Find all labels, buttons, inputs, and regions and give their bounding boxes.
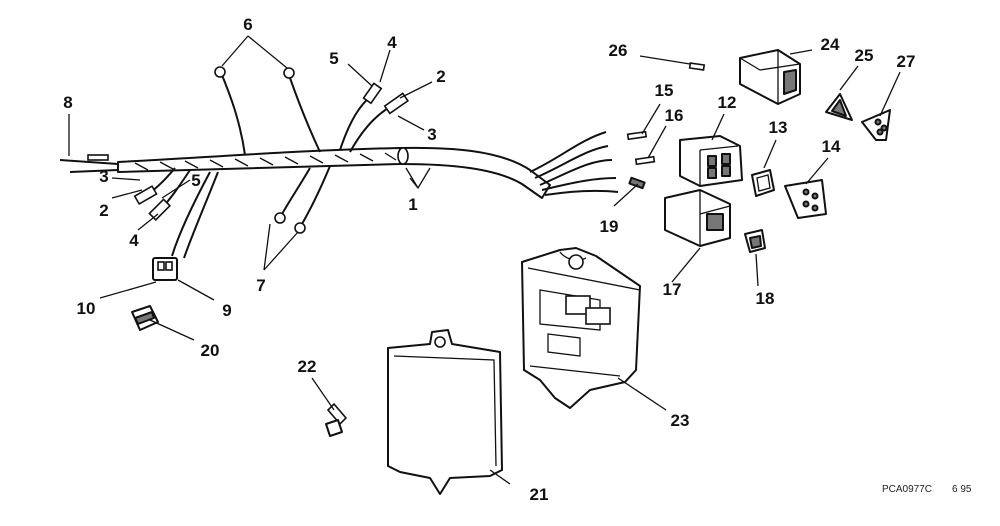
callout-3: 3: [427, 125, 436, 144]
fuse: [131, 305, 159, 331]
callout-13: 13: [769, 118, 788, 137]
callout-24: 24: [821, 35, 840, 54]
callout-21: 21: [530, 485, 549, 504]
screw-small: [688, 62, 706, 71]
connector-lock: [744, 229, 766, 253]
terminal-pins: [626, 130, 656, 166]
pin-plate: [784, 179, 827, 219]
connector-4-pin: [679, 135, 743, 187]
callout-4: 4: [129, 231, 139, 250]
callout-5: 5: [191, 171, 200, 190]
callout-12: 12: [718, 93, 737, 112]
callout-5: 5: [329, 49, 338, 68]
callout-16: 16: [665, 106, 684, 125]
callout-18: 18: [756, 289, 775, 308]
callout-15: 15: [655, 81, 674, 100]
connector-3-pin: [739, 49, 801, 105]
mounting-bolt: [325, 402, 348, 437]
callout-4: 4: [387, 33, 397, 52]
callout-9: 9: [222, 301, 231, 320]
cover: [387, 329, 503, 495]
leader-lines: [68, 35, 901, 485]
terminal-wedge: [861, 109, 891, 141]
callout-22: 22: [298, 357, 317, 376]
callout-19: 19: [600, 217, 619, 236]
connector-housing: [664, 189, 731, 247]
callout-14: 14: [822, 137, 841, 156]
callout-23: 23: [671, 411, 690, 430]
figure-date: 6 95: [952, 484, 972, 495]
connector-seal: [751, 169, 775, 197]
callout-25: 25: [855, 46, 874, 65]
callout-8: 8: [63, 93, 72, 112]
wire-seal: [628, 176, 646, 190]
triangle-seal: [825, 93, 853, 121]
callout-1: 1: [408, 195, 417, 214]
callout-3: 3: [99, 167, 108, 186]
callout-17: 17: [663, 280, 682, 299]
callout-20: 20: [201, 341, 220, 360]
callout-27: 27: [897, 52, 916, 71]
callout-26: 26: [609, 41, 628, 60]
callout-7: 7: [256, 276, 265, 295]
callout-10: 10: [77, 299, 96, 318]
callout-2: 2: [99, 201, 108, 220]
wiring-harness: [59, 66, 619, 281]
mounting-bracket: [521, 247, 641, 409]
callout-6: 6: [243, 15, 252, 34]
callout-2: 2: [436, 67, 445, 86]
figure-code: PCA0977C: [882, 484, 932, 495]
